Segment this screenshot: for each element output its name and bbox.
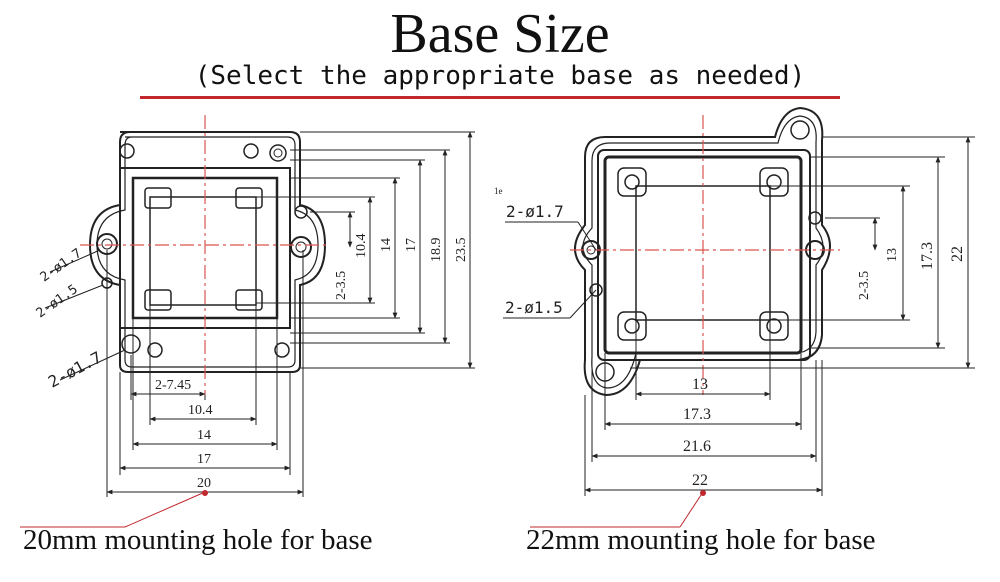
left-dim-18-9-vertical: 18.9 [429, 238, 444, 263]
left-hole [101, 238, 113, 250]
left-hole [119, 143, 135, 159]
left-dim-20: 20 [197, 476, 211, 491]
left-dim-10-4: 10.4 [188, 403, 213, 418]
left-pad [144, 289, 172, 311]
left-callout-dia15: 2-ø1.5 [34, 282, 81, 321]
right-callout-dia15: 2-ø1.5 [505, 298, 563, 317]
left-outer-outline [88, 131, 327, 373]
right-dim-17-3-vertical: 17.3 [919, 242, 936, 270]
page-subtitle: (Select the appropriate base as needed) [194, 61, 806, 91]
right-dim-22-vertical: 22 [949, 246, 966, 262]
right-hole [624, 318, 640, 334]
right-dim-lines-bottom [584, 320, 823, 496]
left-dim-17-vertical: 17 [404, 238, 419, 252]
left-dim-14: 14 [197, 428, 211, 443]
left-hole [290, 236, 312, 258]
right-hole [790, 120, 810, 140]
left-dim-14-vertical: 14 [379, 238, 394, 252]
right-callout-dia17: 2-ø1.7 [506, 202, 564, 221]
left-base-drawing [88, 131, 327, 373]
left-hole [273, 148, 283, 158]
right-centerlines [570, 115, 840, 395]
right-marker-label: 1e [494, 186, 503, 196]
right-dim-22: 22 [692, 472, 708, 489]
left-hole [243, 143, 259, 159]
left-caption: 20mm mounting hole for base [23, 524, 373, 556]
left-callout-dia17-top: 2-ø1.7 [38, 246, 85, 285]
right-pad [759, 167, 789, 197]
left-centerlines [80, 115, 330, 395]
left-caption-pointer [124, 491, 206, 528]
left-dim-lines-bottom [106, 250, 304, 497]
left-dim-lines-right [256, 131, 475, 369]
right-housing-outer [597, 149, 811, 361]
right-hole [766, 318, 782, 334]
left-pad [235, 187, 263, 209]
left-callout-dia17-bottom: 2-ø1.7 [45, 348, 105, 392]
left-pad [235, 289, 263, 311]
right-hole [766, 174, 782, 190]
right-pad [617, 167, 647, 197]
right-pad [759, 311, 789, 341]
page-title: Base Size [390, 3, 610, 65]
left-hole [294, 205, 308, 219]
left-pad [144, 187, 172, 209]
left-callout-leaders [44, 249, 126, 381]
left-caption-dot [202, 490, 208, 496]
right-dim-13-vertical: 13 [885, 248, 900, 262]
right-caption-dot [700, 490, 706, 496]
left-hole [295, 241, 307, 253]
left-dim-23-5-vertical: 23.5 [454, 238, 469, 263]
right-dim-21-6: 21.6 [683, 438, 711, 455]
right-dim-17-3: 17.3 [683, 406, 711, 423]
right-hole [624, 174, 640, 190]
left-outer-outline-inner [96, 136, 319, 368]
left-sensor-window [149, 196, 257, 306]
left-hole [121, 334, 141, 354]
left-hole [147, 342, 163, 358]
left-dim-17: 17 [197, 452, 211, 467]
right-hole [808, 211, 822, 225]
right-pad [617, 311, 647, 341]
left-dim-10-4-vertical: 10.4 [354, 234, 369, 259]
right-caption: 22mm mounting hole for base [526, 524, 876, 556]
right-callout-leaders [503, 221, 597, 319]
right-dim-2-3-5: 2-3.5 [857, 271, 872, 300]
title-divider [140, 96, 840, 99]
right-caption-pointer [679, 491, 704, 528]
right-dim-13: 13 [692, 376, 708, 393]
right-dim-lines-right [630, 136, 975, 369]
left-hole [274, 342, 290, 358]
left-dim-2-7-45: 2-7.45 [155, 378, 191, 393]
left-hole [269, 144, 287, 162]
right-hole [589, 283, 603, 297]
left-dim-2-3-5: 2-3.5 [334, 271, 349, 300]
